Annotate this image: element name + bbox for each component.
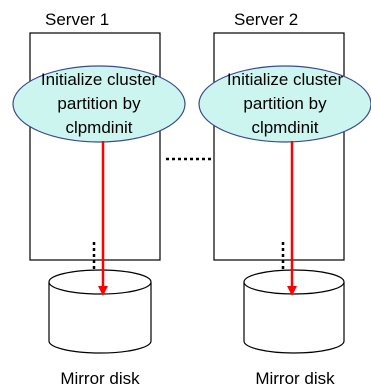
server-2-operation-line-2: partition by — [243, 94, 327, 113]
server-2: Server 2 Initialize cluster partition by… — [198, 10, 371, 388]
server-1-operation-line-2: partition by — [57, 94, 141, 113]
server-2-operation-ellipse — [198, 65, 371, 143]
server-1-disk-label: Mirror disk — [60, 369, 140, 388]
server-1-operation-ellipse — [12, 65, 186, 143]
server-1-operation-line-1: Initialize cluster — [41, 70, 158, 89]
server-2-disk-label: Mirror disk — [255, 369, 335, 388]
server-2-operation-line-1: Initialize cluster — [227, 70, 344, 89]
server-1: Server 1 Initialize cluster partition by… — [12, 10, 186, 388]
server-2-label: Server 2 — [234, 10, 298, 29]
server-1-mirror-disk — [48, 269, 152, 354]
server-2-mirror-disk — [243, 269, 345, 354]
server-1-label: Server 1 — [45, 10, 109, 29]
server-1-operation-line-3: clpmdinit — [65, 118, 132, 137]
server-2-operation-line-3: clpmdinit — [251, 118, 318, 137]
